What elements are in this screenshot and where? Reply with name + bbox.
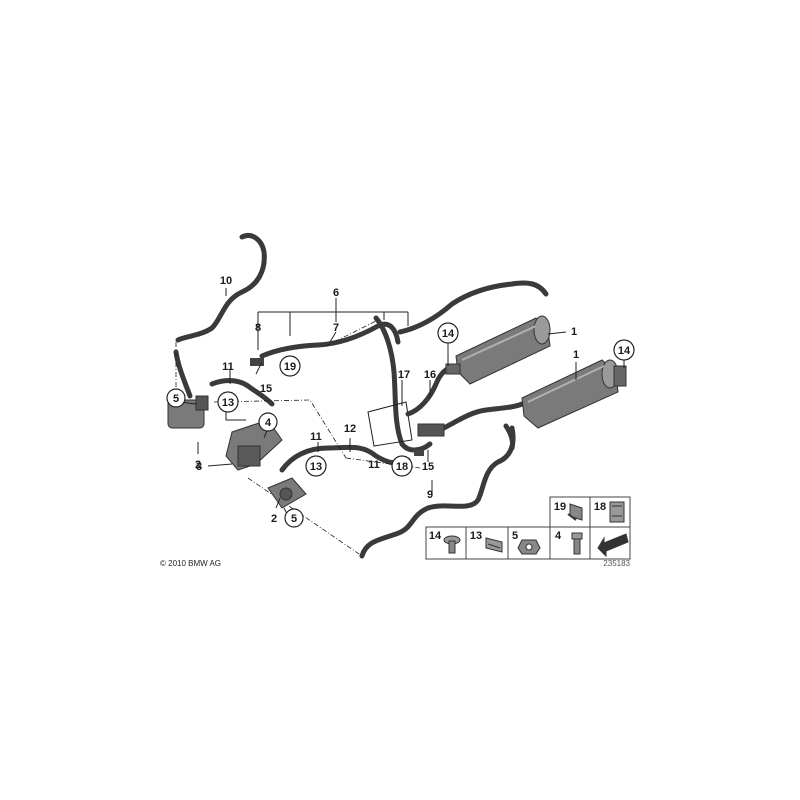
svg-text:13: 13: [310, 461, 322, 473]
hose-lines: [173, 233, 549, 559]
hose-6: [397, 280, 549, 335]
clip-19-icon: [567, 503, 583, 521]
valve-5-lower: [267, 477, 307, 509]
callout-8: 8: [255, 322, 261, 334]
legend-label-5: 5: [512, 530, 518, 542]
svg-text:4: 4: [265, 417, 272, 429]
svg-text:5: 5: [291, 513, 297, 525]
small-parts: [250, 358, 445, 456]
callout-11a: 11: [222, 361, 234, 373]
callout-18: 18: [391, 455, 413, 477]
callout-2a: 2: [195, 459, 201, 471]
callout-14a: 14: [437, 322, 459, 344]
ref-line-3: [247, 477, 363, 557]
drawing-number: 235183: [603, 559, 630, 568]
svg-text:13: 13: [222, 397, 234, 409]
hose-9: [359, 425, 516, 559]
line-to-filter: [437, 401, 525, 433]
ref-line-2: [213, 399, 347, 459]
nut-18-icon: [609, 501, 625, 523]
callout-13b: 13: [305, 455, 327, 477]
legend-grid: 19 18 14 13 5 4: [425, 496, 631, 560]
callout-11c: 11: [368, 459, 380, 471]
callout-15a: 15: [260, 383, 272, 395]
filter-upper: [445, 315, 551, 385]
callout-11b: 11: [310, 431, 322, 443]
bolt-4-icon: [571, 532, 583, 555]
hose-9-tip: [503, 423, 515, 451]
callout-17: 17: [398, 369, 410, 381]
direction-arrow-icon: [597, 533, 629, 558]
callout-5b: 5: [284, 508, 304, 528]
svg-text:19: 19: [284, 361, 296, 373]
part-3-label: 3: [196, 461, 202, 473]
hose-10: [175, 233, 267, 343]
valve-5-upper: [167, 395, 209, 429]
callout-12: 12: [344, 423, 356, 435]
callout-6: 6: [333, 287, 339, 299]
legend-label-13: 13: [470, 530, 482, 542]
callout-5a: 5: [166, 388, 186, 408]
screw-14-icon: [443, 535, 461, 554]
legend-label-14: 14: [429, 530, 442, 542]
hose-11-lower: [279, 444, 411, 473]
callout-1a: 1: [571, 326, 577, 338]
callout-19: 19: [279, 355, 301, 377]
hose-left-connector: [173, 349, 193, 399]
callout-14b: 14: [613, 339, 635, 361]
callout-2b: 2: [271, 513, 277, 525]
svg-text:14: 14: [618, 345, 631, 357]
svg-text:5: 5: [173, 393, 179, 405]
callout-9: 9: [427, 489, 433, 501]
legend-label-19: 19: [554, 501, 566, 513]
filter-lower: [521, 359, 627, 429]
callout-13a: 13: [217, 391, 239, 413]
hose-7: [259, 321, 401, 359]
legend-label-4: 4: [555, 530, 562, 542]
callout-16: 16: [424, 369, 436, 381]
leader-lines: [179, 288, 625, 517]
callout-1b: 1: [573, 349, 579, 361]
legend-label-18: 18: [594, 501, 606, 513]
hose-11-upper: [209, 378, 275, 407]
callout-10: 10: [220, 275, 232, 287]
callout-4: 4: [258, 412, 278, 432]
clip-13-icon: [485, 537, 503, 553]
svg-text:18: 18: [396, 461, 408, 473]
callout-15b: 15: [422, 461, 434, 473]
callout-7: 7: [333, 322, 339, 334]
hose-center: [373, 315, 433, 453]
svg-text:14: 14: [442, 328, 455, 340]
bracket-17: [367, 401, 413, 447]
callouts: 1 1 2 2 4 5 5 6 7 8 9 10 11 11 11 12 13: [166, 275, 635, 528]
copyright-text: © 2010 BMW AG: [160, 559, 221, 568]
nut-5-icon: [517, 539, 541, 555]
